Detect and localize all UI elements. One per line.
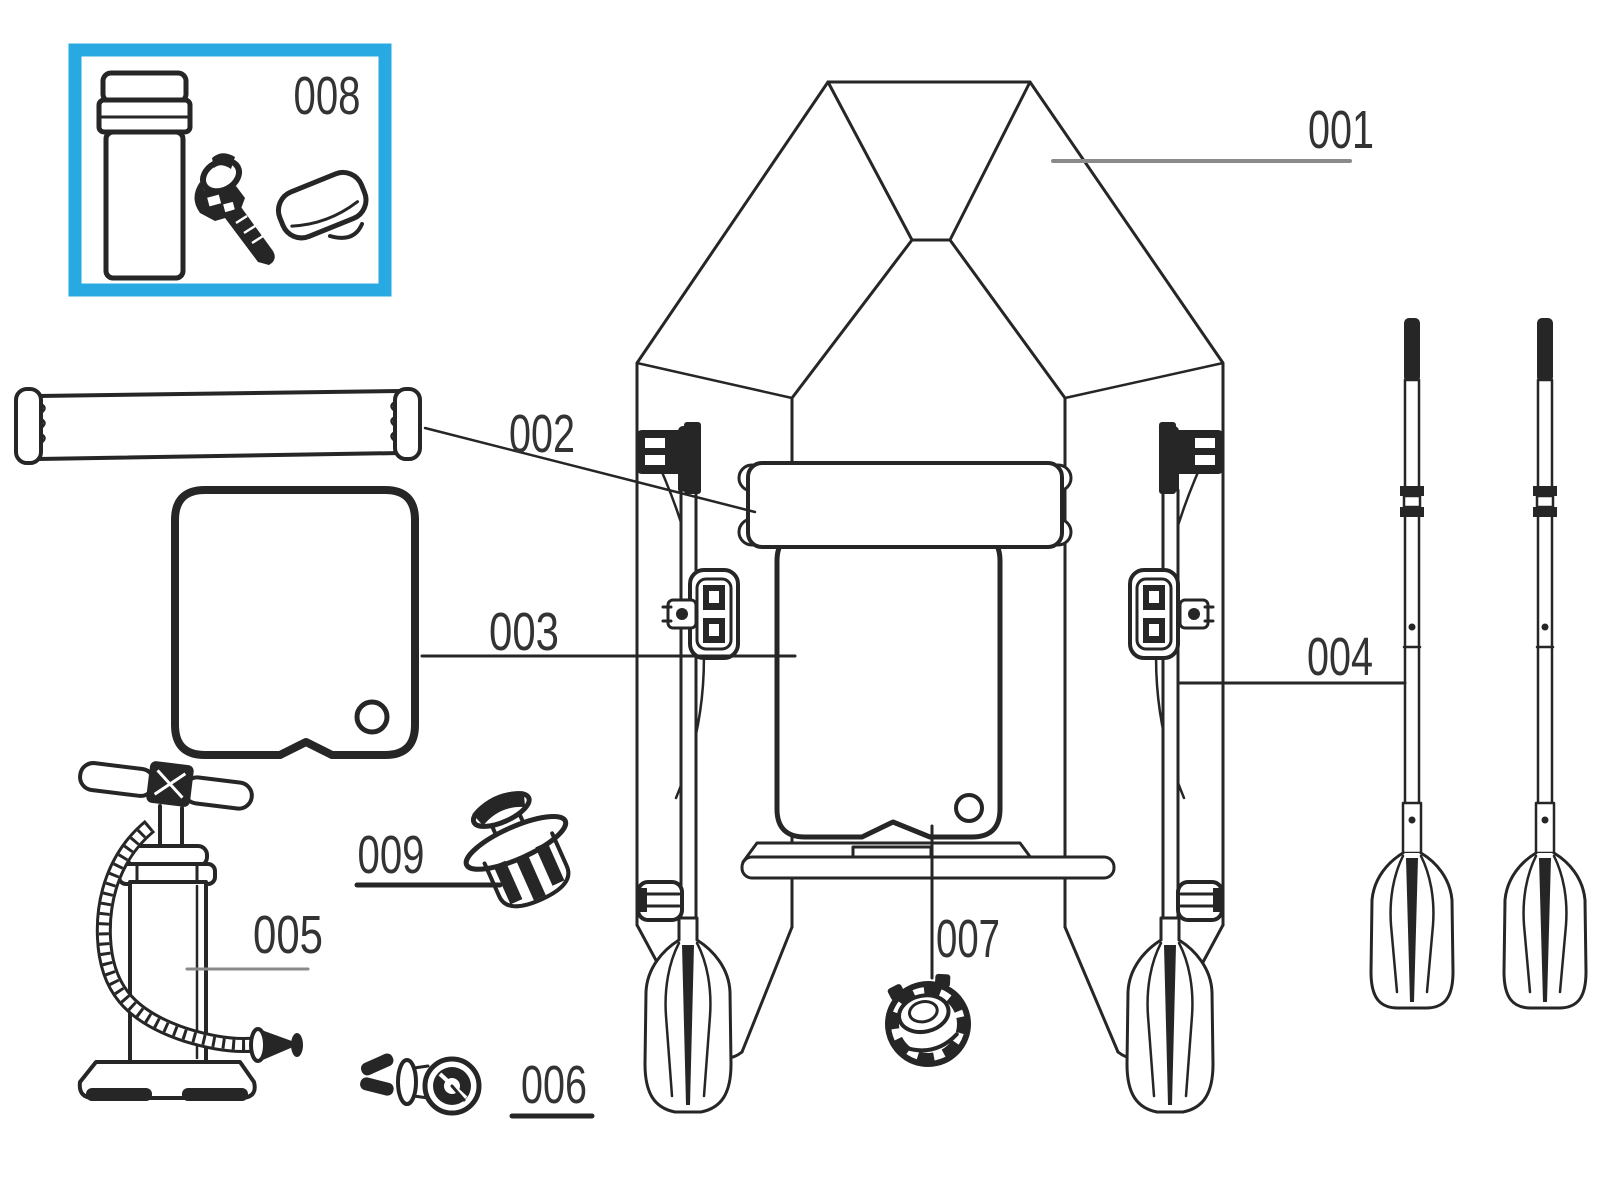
leader-002 <box>423 426 757 514</box>
seat-tube-002 <box>14 387 422 465</box>
oar-left <box>1369 316 1455 1010</box>
label-005: 005 <box>253 905 323 965</box>
oar-pad-right <box>1128 568 1215 660</box>
label-003: 003 <box>489 602 559 662</box>
label-006: 006 <box>521 1055 587 1115</box>
label-004: 004 <box>1307 627 1373 687</box>
boat-valve-007 <box>885 973 971 1067</box>
label-007: 007 <box>936 909 1000 969</box>
leader-lines <box>185 159 1407 1119</box>
installed-seat-bench <box>737 461 1073 549</box>
boat-oar-left <box>643 424 733 1114</box>
stern-handle-right <box>1176 880 1224 922</box>
label-002: 002 <box>509 404 575 464</box>
oarlock-bracket-left <box>636 422 701 494</box>
oarlock-bracket-right <box>1159 422 1224 494</box>
hand-pump-005 <box>77 761 303 1101</box>
stern-handle-left <box>636 880 684 922</box>
label-001: 001 <box>1308 100 1374 160</box>
valve-009 <box>463 791 571 909</box>
label-009: 009 <box>358 825 425 885</box>
oar-pad-left <box>661 568 740 660</box>
installed-floor-panel <box>774 530 1003 840</box>
boat-oar-right <box>1125 424 1215 1114</box>
repair-kit-wrench-icon <box>194 153 275 265</box>
repair-kit-patch-icon <box>275 169 369 241</box>
floor-panel-003 <box>171 486 419 759</box>
floor-drain-ring <box>354 699 390 735</box>
repair-kit-canister-icon <box>96 70 193 281</box>
label-008: 008 <box>294 66 361 126</box>
boat-hull-001 <box>635 80 1225 1114</box>
oar-right <box>1502 316 1588 1010</box>
gauge-valve-006 <box>360 1053 482 1116</box>
transom <box>740 841 1116 880</box>
pump-hose <box>95 819 260 1053</box>
